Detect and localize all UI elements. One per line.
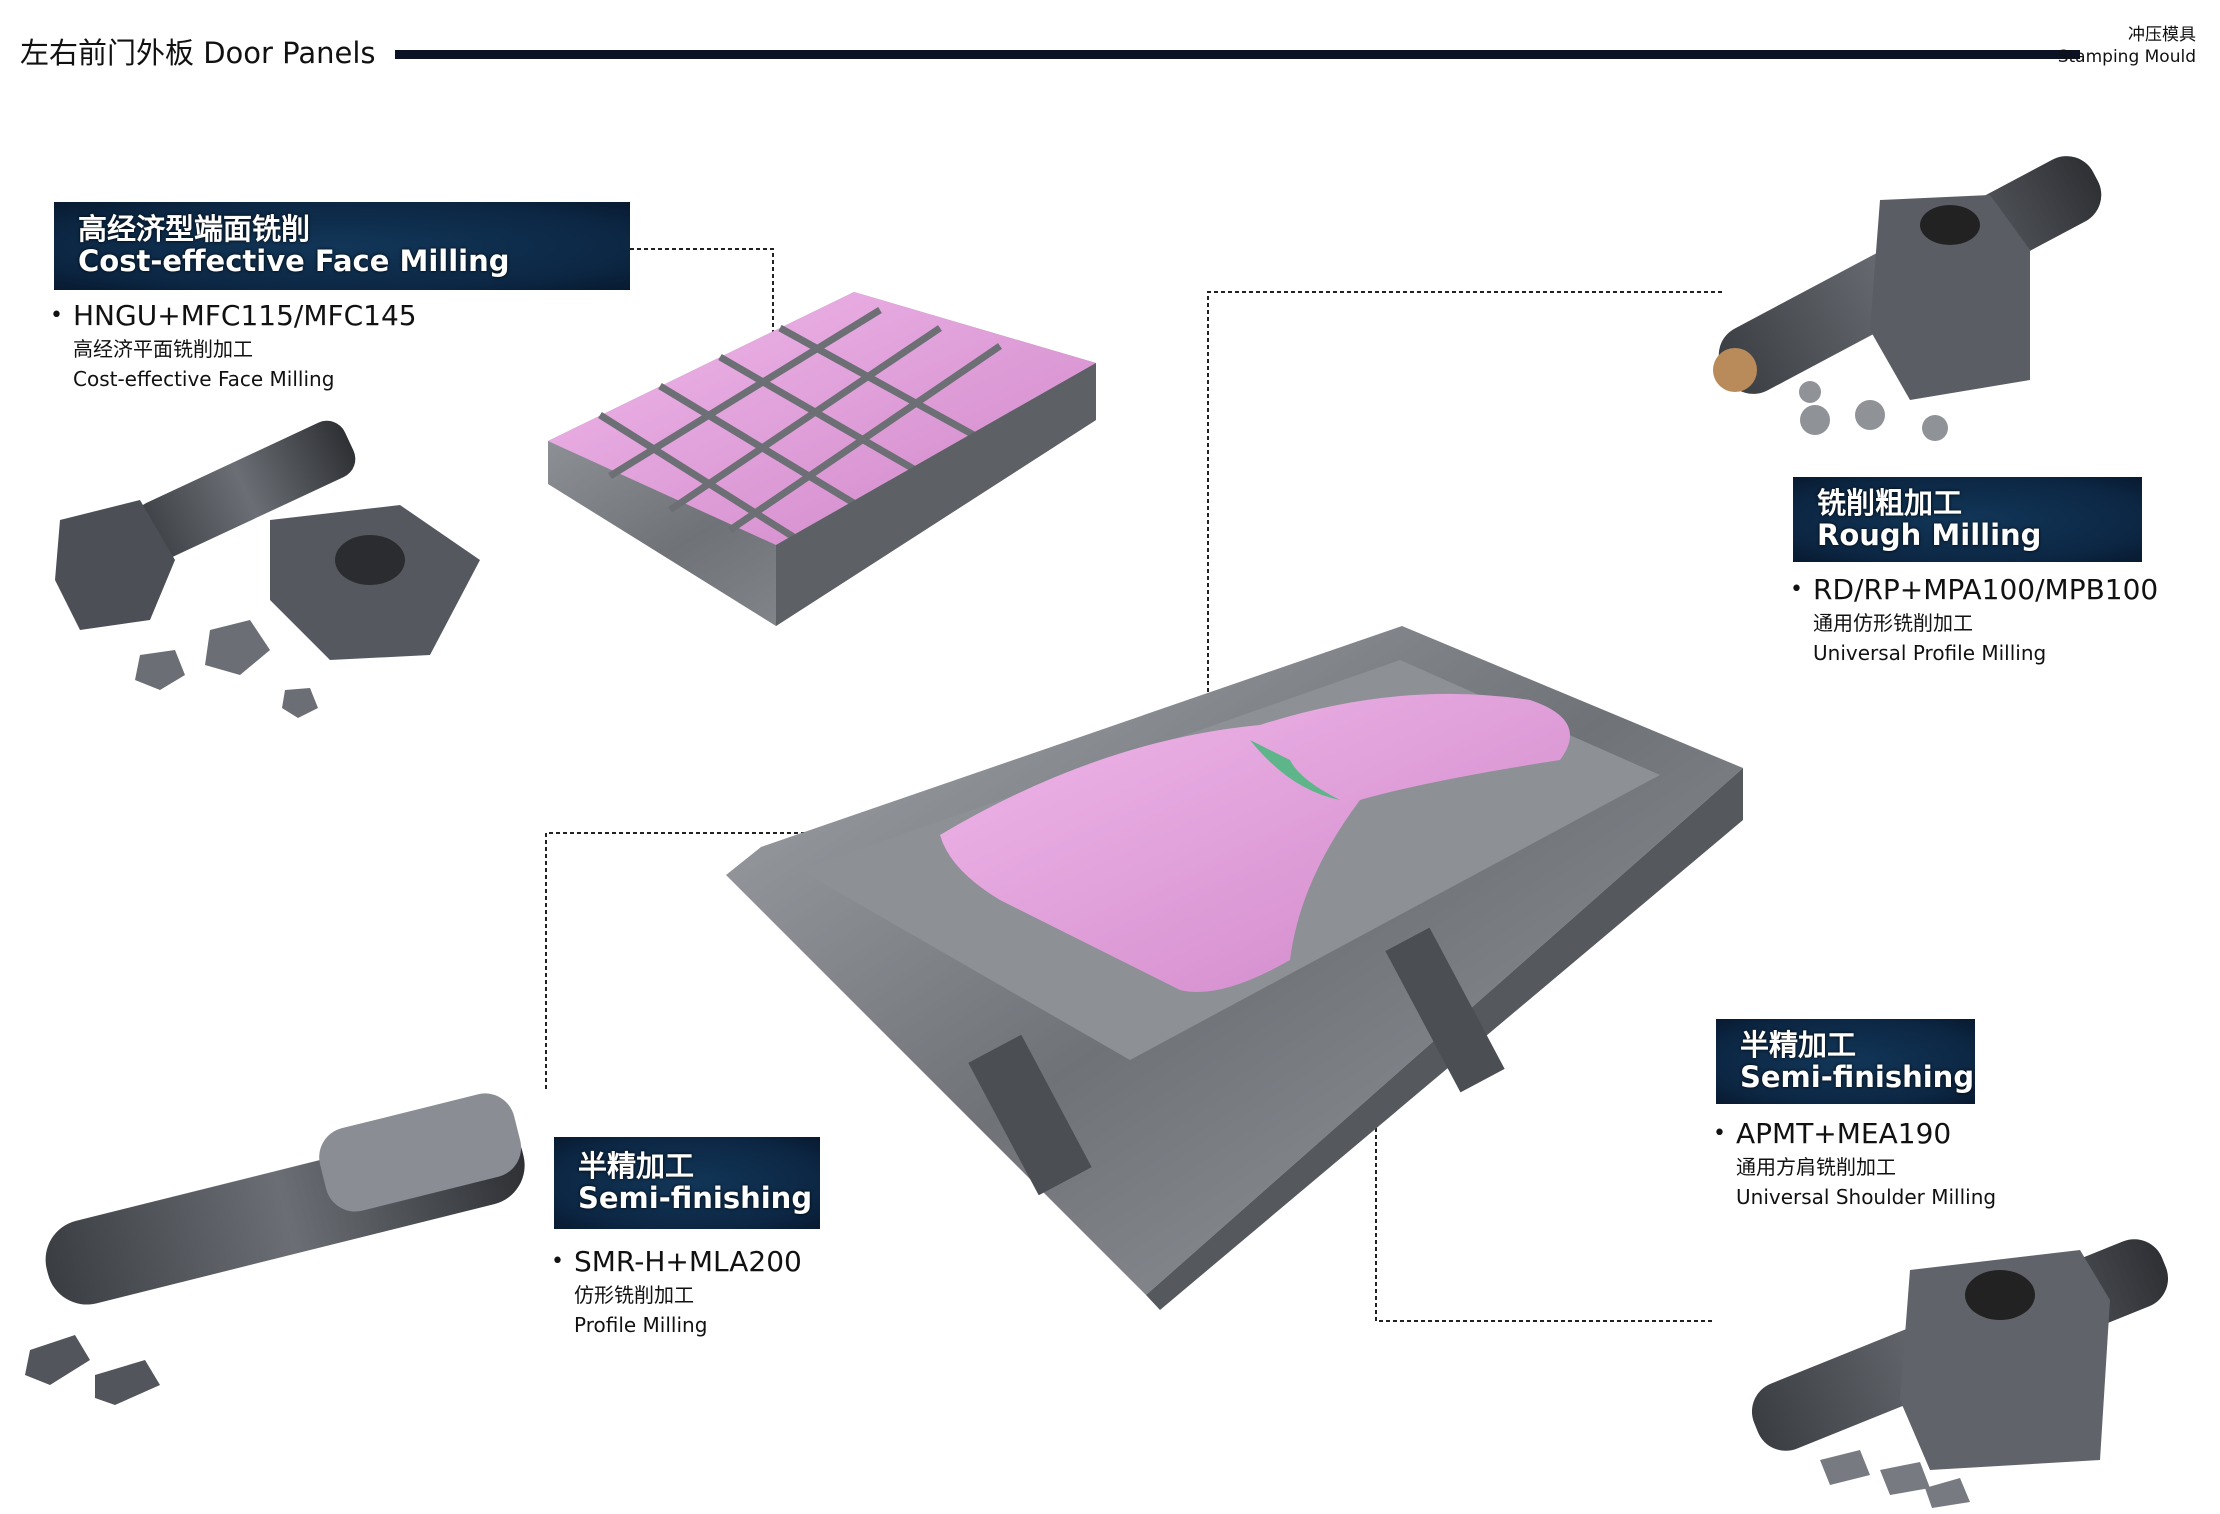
- main-mold-image: [726, 626, 1743, 1310]
- upper-mold-image: [548, 292, 1096, 626]
- title-cn: 高经济型端面铣削: [78, 212, 311, 246]
- desc-cn: 通用仿形铣削加工: [1813, 611, 1973, 635]
- category-cn: 冲压模具: [2128, 25, 2196, 45]
- title-en: Semi-finishing: [1740, 1060, 1975, 1094]
- desc-en: Universal Profile Milling: [1813, 641, 2047, 665]
- desc-en: Cost-effective Face Milling: [73, 367, 335, 391]
- desc-cn: 通用方肩铣削加工: [1736, 1155, 1896, 1179]
- section-title-semi-finishing-left: 半精加工 Semi-finishing: [554, 1137, 820, 1229]
- title-en: Cost-effective Face Milling: [78, 244, 510, 278]
- connector-line: [1207, 291, 1722, 770]
- section-desc-semi-finishing-right: APMT+MEA190 通用方肩铣削加工 Universal Shoulder …: [1713, 1116, 1996, 1212]
- desc-cn: 仿形铣削加工: [574, 1283, 694, 1307]
- page-title: 左右前门外板 Door Panels: [20, 36, 376, 70]
- product-code: SMR-H+MLA200: [551, 1244, 802, 1280]
- desc-en: Profile Milling: [574, 1313, 708, 1337]
- title-en: Semi-finishing: [578, 1181, 813, 1215]
- title-cn: 铣削粗加工: [1817, 486, 1963, 520]
- product-code: RD/RP+MPA100/MPB100: [1790, 572, 2158, 608]
- desc-en: Universal Shoulder Milling: [1736, 1185, 1997, 1209]
- category-en: Stamping Mould: [2057, 47, 2196, 67]
- header-divider: [395, 50, 2080, 59]
- title-cn: 半精加工: [1740, 1028, 1857, 1062]
- section-title-face-milling: 高经济型端面铣削 Cost-effective Face Milling: [54, 202, 630, 290]
- end-mill-tool-image: [25, 1093, 525, 1405]
- title-cn: 半精加工: [578, 1149, 695, 1183]
- face-mill-tool-image: [55, 420, 480, 718]
- product-code: APMT+MEA190: [1713, 1116, 1996, 1152]
- section-desc-semi-finishing-left: SMR-H+MLA200 仿形铣削加工 Profile Milling: [551, 1244, 802, 1340]
- section-title-semi-finishing-right: 半精加工 Semi-finishing: [1716, 1019, 1975, 1104]
- shoulder-mill-tool-image: [1751, 1239, 2169, 1508]
- product-code: HNGU+MFC115/MFC145: [50, 298, 417, 334]
- category-label: 冲压模具 Stamping Mould: [2058, 24, 2196, 68]
- section-desc-face-milling: HNGU+MFC115/MFC145 高经济平面铣削加工 Cost-effect…: [50, 298, 417, 394]
- desc-cn: 高经济平面铣削加工: [73, 337, 253, 361]
- section-desc-rough-milling: RD/RP+MPA100/MPB100 通用仿形铣削加工 Universal P…: [1790, 572, 2158, 668]
- title-en: Rough Milling: [1817, 518, 2042, 552]
- rough-mill-tool-image: [1713, 156, 2102, 441]
- section-title-rough-milling: 铣削粗加工 Rough Milling: [1793, 477, 2142, 562]
